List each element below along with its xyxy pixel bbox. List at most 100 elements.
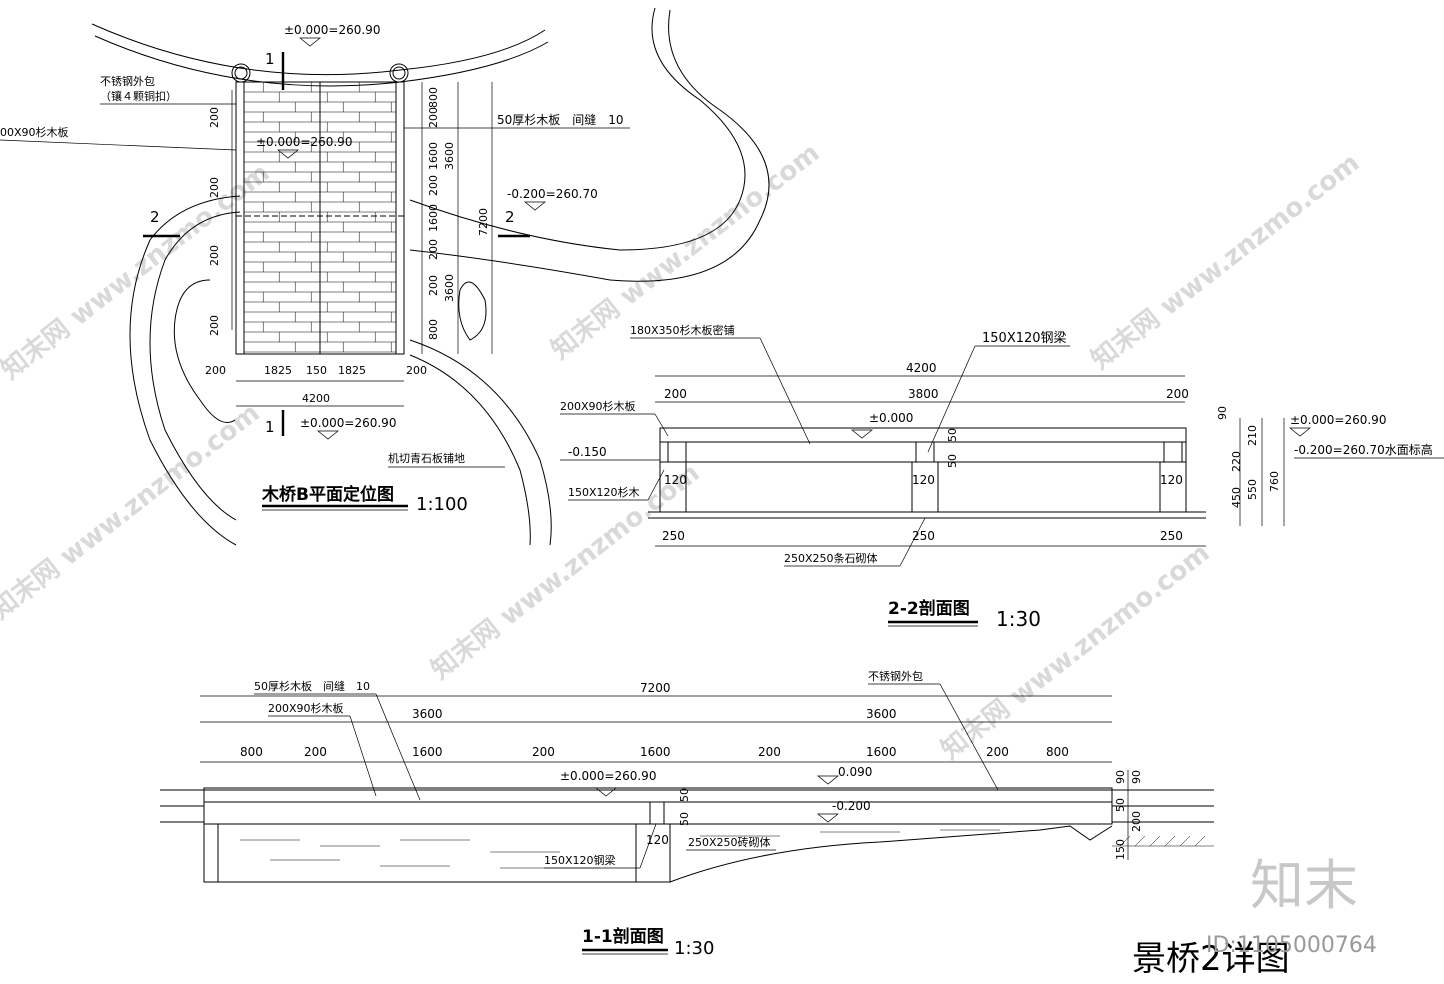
dim-detail: 800 xyxy=(240,745,263,759)
dim-beam-height: 50 xyxy=(946,454,959,468)
dim-side: 200 xyxy=(1166,387,1189,401)
side-dim: 760 xyxy=(1268,471,1281,492)
elev-marker xyxy=(595,787,617,797)
plan-scale: 1:100 xyxy=(416,494,468,515)
dim-total: 7200 xyxy=(640,681,671,695)
section-mark-2-label: 2 xyxy=(505,208,515,226)
beam-cut xyxy=(649,801,665,825)
id-text: ID:1105000764 xyxy=(1206,933,1377,958)
right-dim: 90 xyxy=(1130,770,1143,784)
side-dim: 90 xyxy=(1216,406,1229,420)
bank-top xyxy=(91,23,546,76)
steel-cap-right xyxy=(389,63,409,83)
dim-left: 200 xyxy=(208,177,221,198)
leader-line xyxy=(349,715,377,797)
elev-marker xyxy=(317,430,339,440)
dim-bottom: 1825 xyxy=(338,364,366,377)
elev-marker xyxy=(524,201,546,211)
leader-line xyxy=(654,413,669,437)
side-dim: 220 xyxy=(1230,451,1243,472)
leader-line xyxy=(639,823,657,869)
beam-section xyxy=(659,441,1187,463)
dim-bottom: 150 xyxy=(306,364,327,377)
label-wood: 150X120杉木 xyxy=(568,485,640,499)
dim-total: 4200 xyxy=(906,361,937,375)
watermark-text: 知末网 www.znzmo.com xyxy=(0,398,265,626)
dim-bottom: 1825 xyxy=(264,364,292,377)
right-dim: 150 xyxy=(1114,839,1127,860)
side-beam-left xyxy=(235,81,245,355)
river-edge-lower xyxy=(409,9,770,282)
watermark-group: 知末网 www.znzmo.com 知末网 www.znzmo.com 知末网 … xyxy=(0,138,1365,766)
dim-right-inner: 800 xyxy=(427,319,440,340)
label-beam: 150X120钢梁 xyxy=(982,331,1067,346)
label-side-board: 00X90杉木板 xyxy=(0,125,69,139)
elev-marker xyxy=(817,813,839,823)
section22-title: 2-2剖面图 xyxy=(888,598,970,619)
label-paving: 机切青石板铺地 xyxy=(388,451,465,465)
beam-section xyxy=(203,801,1113,825)
leader-line xyxy=(759,337,811,445)
dim-beam-height: 50 xyxy=(946,428,959,442)
dim-right-inner: 200 xyxy=(427,107,440,128)
dim-left: 200 xyxy=(208,245,221,266)
side-dim: 210 xyxy=(1246,425,1259,446)
dim-base: 250 xyxy=(662,529,685,543)
dim-detail: 1600 xyxy=(866,745,897,759)
plan-view: 1 1 2 2 ±0.000=260.90 ±0.000=260.90 -0.2… xyxy=(0,7,770,546)
water-lines xyxy=(240,829,1000,869)
river-edge-upper xyxy=(409,7,746,251)
dim-right-mid: 3600 xyxy=(443,274,456,302)
dim-detail: 1600 xyxy=(412,745,443,759)
label-deck-board: 50厚杉木板 间缝 10 xyxy=(497,112,624,127)
label-base: 250X250条石砌体 xyxy=(784,551,878,565)
leader-line xyxy=(0,139,237,151)
dim-right-inner: 1600 xyxy=(427,204,440,232)
elev-marker xyxy=(299,37,321,47)
watermark-text: 知末网 www.znzmo.com xyxy=(0,158,275,386)
label-deck: 50厚杉木板 间缝 10 xyxy=(254,679,370,693)
steel-cap-right-inner xyxy=(392,66,406,80)
elev: ±0.000=260.90 xyxy=(560,769,656,783)
elev-top: ±0.000=260.90 xyxy=(284,23,380,37)
dim-base: 250 xyxy=(1160,529,1183,543)
side-beam-right xyxy=(395,81,405,355)
label-beam: 150X120钢梁 xyxy=(544,853,616,867)
label-deck: 180X350杉木板密铺 xyxy=(630,323,735,337)
label-steel-cap: 不锈钢外包 xyxy=(100,75,155,88)
label-side: 200X90杉木板 xyxy=(560,399,636,413)
bank-left-outer xyxy=(129,195,241,546)
leader-line xyxy=(375,693,421,801)
right-dim: 200 xyxy=(1130,811,1143,832)
label-base: 250X250砖砌体 xyxy=(688,835,771,849)
side-elev: ±0.000=260.90 xyxy=(1290,413,1386,427)
elev-marker xyxy=(1289,427,1311,437)
label-steel-cap-note: （镶４颗铜扣） xyxy=(100,89,177,103)
ground-hatch xyxy=(1112,835,1214,847)
dim-right-inner: 200 xyxy=(427,275,440,296)
deck-section xyxy=(659,427,1187,443)
level-a: 0.090 xyxy=(838,765,872,779)
section11-scale: 1:30 xyxy=(674,938,714,959)
level-zero: ±0.000 xyxy=(869,411,913,425)
beam-cut xyxy=(915,441,935,463)
leader-line xyxy=(939,683,999,791)
dim-right-inner: 200 xyxy=(427,239,440,260)
dim-right-mid: 3600 xyxy=(443,142,456,170)
section-1-1: 50厚杉木板 间缝 10 不锈钢外包 7200 200X90杉木板 3600 3… xyxy=(160,670,1214,959)
dim-detail: 200 xyxy=(304,745,327,759)
side-elev: -0.200=260.70水面标高 xyxy=(1294,442,1433,457)
steel-cap-left xyxy=(231,63,251,83)
dim-beam: 120 xyxy=(912,473,935,487)
label-cap: 不锈钢外包 xyxy=(868,670,923,683)
watermark-text: 知末网 www.znzmo.com xyxy=(426,458,706,686)
abutment-left xyxy=(203,823,219,883)
section-mark-1-label: 1 xyxy=(265,418,275,436)
dim-bottom: 200 xyxy=(406,364,427,377)
dim-left: 200 xyxy=(208,315,221,336)
elev-marker xyxy=(817,775,839,785)
side-dim: 550 xyxy=(1246,479,1259,500)
dim-50: 50 xyxy=(678,788,691,802)
elev-marker xyxy=(277,149,299,159)
dim-inner: 3800 xyxy=(908,387,939,401)
